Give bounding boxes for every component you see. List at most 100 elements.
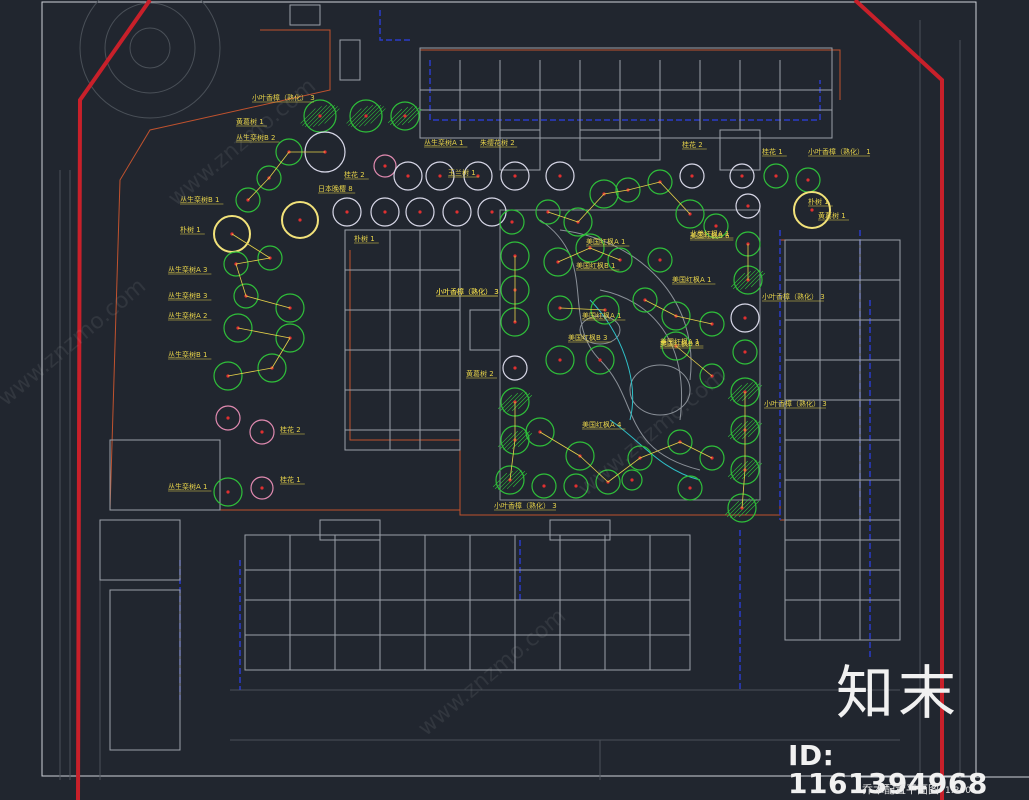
tree-hatch <box>747 462 763 478</box>
tree-canopy <box>727 493 757 523</box>
tree-symbol <box>346 99 386 133</box>
plant-label: 桂花 1 <box>762 147 783 156</box>
leader-line <box>235 257 271 265</box>
tree-hatch <box>304 104 328 128</box>
tree-hatch <box>498 470 518 490</box>
buildings <box>99 4 901 751</box>
leader-line <box>675 315 713 325</box>
plant-label: 黄葛树 1 <box>818 211 846 220</box>
tree-canopy <box>677 475 703 501</box>
tree-symbol <box>679 163 705 189</box>
tree-hatch <box>737 460 757 480</box>
tree-center-mark <box>743 350 747 354</box>
tree-canopy <box>370 197 400 227</box>
tree-center-mark <box>510 220 514 224</box>
tree-hatch <box>492 472 508 488</box>
tree-symbol <box>215 405 241 431</box>
tree-canopy <box>213 477 243 507</box>
tree-hatch <box>302 106 322 126</box>
tree-hatch <box>503 392 523 412</box>
tree-canopy <box>275 293 305 323</box>
tree-center-mark <box>558 174 562 178</box>
tree-symbol <box>387 101 423 131</box>
tree-center-mark <box>690 174 694 178</box>
tree-symbol <box>393 161 423 191</box>
tree-canopy <box>332 197 362 227</box>
tree-center-mark <box>658 258 662 262</box>
tree-canopy <box>442 197 472 227</box>
tree-canopy <box>735 193 761 219</box>
tree-canopy <box>575 233 605 263</box>
tree-symbol <box>732 339 758 365</box>
plant-label: 小叶香樟（熟化） 3 <box>252 93 315 102</box>
tree-hatch <box>733 420 753 440</box>
tree-center-mark <box>318 114 322 118</box>
tree-center-mark <box>810 208 814 212</box>
plant-label: 小叶香樟（熟化） 3 <box>436 287 499 296</box>
leader-line <box>247 177 270 201</box>
leader-line <box>547 211 579 223</box>
plant-label: 丛生栾树B 1 <box>168 350 207 359</box>
tree-hatch <box>499 392 519 412</box>
leader-line <box>235 263 247 297</box>
tree-canopy <box>667 429 693 455</box>
tree-hatch <box>738 498 758 518</box>
drawing-frame <box>41 1 977 777</box>
tree-canopy <box>525 417 555 447</box>
tree-symbols <box>213 99 831 523</box>
leader-line <box>557 247 591 263</box>
tree-hatch <box>737 420 757 440</box>
tree-center-mark <box>598 358 602 362</box>
tree-center-mark <box>406 174 410 178</box>
drawing-title: 乔木配置平面图 <box>862 783 939 796</box>
tree-canopy <box>393 161 423 191</box>
tree-hatch <box>350 104 374 128</box>
tree-hatch <box>358 104 382 128</box>
tree-symbol <box>793 191 831 229</box>
tree-center-mark <box>383 210 387 214</box>
tree-hatch <box>401 106 421 126</box>
tree-canopy <box>679 163 705 189</box>
tree-canopy <box>732 339 758 365</box>
leader-line <box>741 469 746 509</box>
plant-label: 丛生栾树A 3 <box>168 265 207 274</box>
tree-canopy <box>543 247 573 277</box>
plant-label: 朴树 1 <box>180 225 201 234</box>
tree-center-mark <box>226 416 230 420</box>
tree-center-mark <box>513 174 517 178</box>
tree-symbol <box>249 419 275 445</box>
tree-canopy <box>281 201 319 239</box>
tree-symbol <box>492 465 528 495</box>
tree-symbol <box>370 197 400 227</box>
leader-line <box>607 457 641 483</box>
block-outline <box>109 29 901 521</box>
tree-hatch <box>727 422 743 438</box>
tree-center-mark <box>743 316 747 320</box>
tree-center-mark <box>298 218 302 222</box>
tree-center-mark <box>746 204 750 208</box>
tree-canopy <box>563 207 593 237</box>
plant-label: 小叶香樟（熟化） 3 <box>494 501 557 510</box>
tree-canopy <box>647 169 673 195</box>
leader-line <box>589 247 621 261</box>
tree-canopy <box>565 441 595 471</box>
tree-canopy <box>502 355 528 381</box>
tree-center-mark <box>260 430 264 434</box>
plant-label: 丛生栾树A 1 <box>168 482 207 491</box>
tree-canopy <box>675 199 705 229</box>
tree-canopy <box>303 99 337 133</box>
tree-symbol <box>281 201 319 239</box>
leader-line <box>603 189 629 195</box>
tree-canopy <box>223 251 249 277</box>
tree-symbol <box>332 197 362 227</box>
tree-hatch <box>506 470 526 490</box>
leader-line <box>231 233 271 259</box>
tree-canopy <box>632 287 658 313</box>
tree-hatch <box>730 272 746 288</box>
tree-hatch <box>744 500 760 516</box>
tree-center-mark <box>630 478 634 482</box>
tree-center-mark <box>513 366 517 370</box>
tree-symbol <box>677 475 703 501</box>
tree-hatch <box>730 498 750 518</box>
